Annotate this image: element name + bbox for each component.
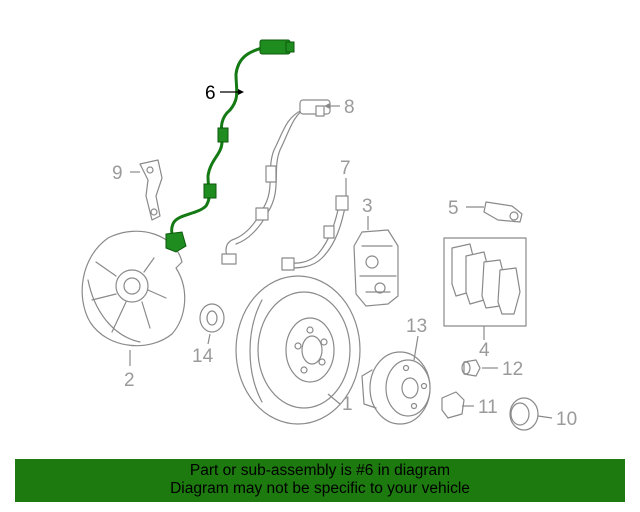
caliper-part [353, 229, 399, 307]
callout-6: 6 [205, 83, 216, 104]
callout-8: 8 [344, 97, 355, 118]
callout-12: 12 [502, 359, 523, 380]
callout-3: 3 [362, 196, 373, 217]
brake-hose-lower-part [281, 195, 349, 271]
callout-4: 4 [479, 340, 490, 361]
banner-line-1: Part or sub-assembly is #6 in diagram [189, 462, 451, 479]
callout-5: 5 [448, 198, 459, 219]
callout-14: 14 [192, 346, 214, 367]
banner-line-2: Diagram may not be specific to your vehi… [170, 480, 470, 497]
callout-11: 11 [478, 397, 498, 418]
bracket-part [139, 159, 163, 221]
callout-10: 10 [556, 409, 577, 430]
callout-7: 7 [340, 158, 351, 179]
brake-pads-part [443, 237, 527, 327]
dust-shield-part [81, 230, 186, 347]
callout-9: 9 [112, 163, 123, 184]
callout-13: 13 [406, 316, 427, 337]
seal-part [199, 303, 225, 333]
callout-1: 1 [342, 394, 353, 415]
callout-2: 2 [124, 370, 135, 391]
dust-cap-part [509, 397, 539, 431]
brake-hose-upper-part [221, 99, 331, 265]
wheel-hub-part [361, 351, 431, 425]
bolt-part [461, 359, 481, 377]
wear-sensor-part [483, 201, 523, 223]
parts-diagram: 1 2 3 4 5 6 7 8 9 10 11 12 13 14 [81, 39, 577, 431]
brake-rotor-part [235, 275, 361, 425]
abs-speed-sensor-part [165, 39, 295, 253]
nut-part [441, 391, 465, 419]
info-banner: Part or sub-assembly is #6 in diagram Di… [15, 459, 625, 502]
